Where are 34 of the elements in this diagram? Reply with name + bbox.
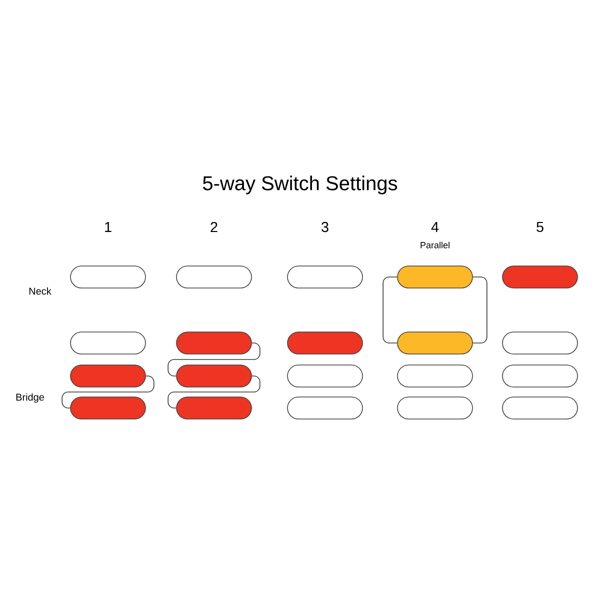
column-number: 3 (322, 222, 328, 232)
pickup-shape (176, 266, 252, 288)
column-number: 4 (431, 222, 439, 232)
column-number: 2 (210, 222, 218, 232)
pickup-shape (502, 364, 578, 388)
title: 5-way Switch Settings (202, 176, 398, 194)
pickup-shape (287, 266, 363, 288)
wire (168, 376, 260, 408)
pickup-shape (397, 266, 473, 288)
wire (382, 276, 398, 344)
pickup-shape (70, 364, 146, 388)
pickup-shape (502, 266, 578, 288)
pickup-shape (397, 396, 473, 420)
wire (472, 276, 488, 344)
row-label: Neck (29, 287, 52, 295)
pickup-shape (287, 396, 363, 420)
pickup-shape (176, 332, 252, 354)
pickup-shape (397, 364, 473, 388)
pickup-shape (502, 396, 578, 420)
wire (168, 342, 260, 376)
pickup-shape (176, 396, 252, 420)
pickup-shape (176, 364, 252, 388)
pickup-shape (70, 266, 146, 288)
pickup-shape (397, 332, 473, 354)
wire (62, 376, 154, 408)
pickup-shape (287, 332, 363, 354)
pickup-shape (70, 332, 146, 354)
row-label: Bridge (16, 393, 44, 403)
pickup-shape (287, 364, 363, 388)
pickup-shape (502, 332, 578, 354)
column-number: 1 (105, 222, 112, 232)
column-number: 5 (536, 222, 544, 232)
pickup-shape (70, 396, 146, 420)
mode-label: Parallel (420, 242, 450, 248)
